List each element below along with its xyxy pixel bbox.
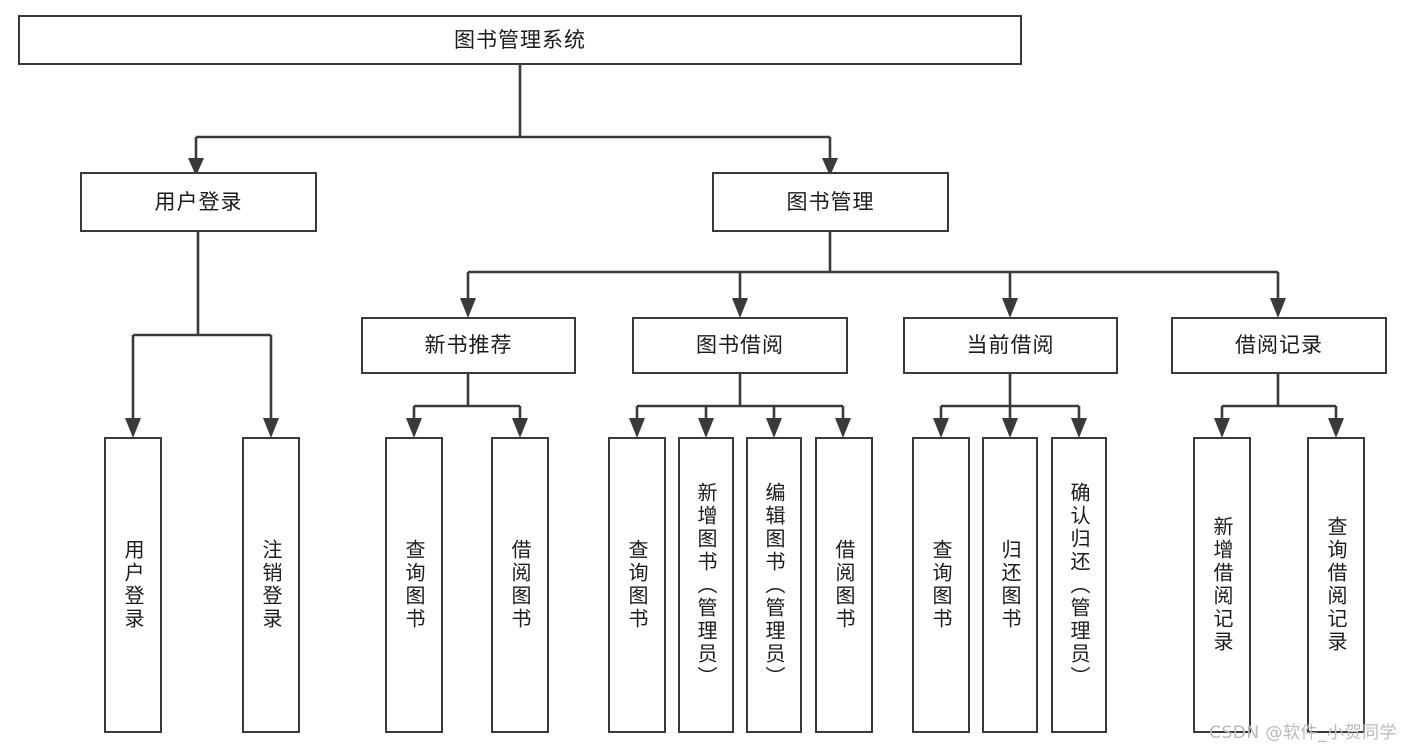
node-borrow-record[interactable]: 借阅记录 (1171, 317, 1387, 374)
node-label: 用户登录 (121, 539, 145, 631)
leaf-return-book[interactable]: 归还图书 (982, 437, 1038, 733)
node-label: 借阅图书 (832, 539, 856, 631)
leaf-confirm-return-admin[interactable]: 确认归还（管理员） (1051, 437, 1107, 733)
node-label: 新书推荐 (424, 333, 513, 357)
node-user-login[interactable]: 用户登录 (80, 172, 317, 232)
node-label: 查询图书 (929, 539, 953, 631)
leaf-edit-book-admin[interactable]: 编辑图书（管理员） (746, 437, 802, 733)
node-label: 查询图书 (402, 539, 426, 631)
node-label: 注销登录 (259, 539, 283, 631)
node-current-borrow[interactable]: 当前借阅 (903, 317, 1118, 374)
leaf-borrow-book-recommend[interactable]: 借阅图书 (491, 437, 549, 733)
node-label: 归还图书 (998, 539, 1022, 631)
leaf-query-book-current[interactable]: 查询图书 (912, 437, 970, 733)
leaf-query-book-borrow[interactable]: 查询图书 (608, 437, 666, 733)
leaf-add-book-admin[interactable]: 新增图书（管理员） (678, 437, 734, 733)
node-label: 图书管理 (786, 189, 875, 214)
node-label: 当前借阅 (966, 333, 1055, 357)
node-label: 图书管理系统 (454, 27, 586, 52)
node-label: 新增借阅记录 (1210, 516, 1234, 654)
node-label: 借阅记录 (1235, 333, 1323, 357)
node-label: 查询图书 (625, 539, 649, 631)
node-label: 编辑图书（管理员） (762, 481, 786, 689)
node-label: 新增图书（管理员） (694, 481, 718, 689)
leaf-query-book-recommend[interactable]: 查询图书 (385, 437, 443, 733)
node-label: 借阅图书 (508, 539, 532, 631)
node-label: 图书借阅 (696, 333, 784, 357)
leaf-query-borrow-record[interactable]: 查询借阅记录 (1307, 437, 1365, 733)
node-root-system[interactable]: 图书管理系统 (18, 15, 1022, 65)
leaf-logout[interactable]: 注销登录 (242, 437, 300, 733)
node-book-borrow[interactable]: 图书借阅 (632, 317, 848, 374)
node-label: 查询借阅记录 (1324, 516, 1348, 654)
node-label: 确认归还（管理员） (1067, 481, 1091, 689)
leaf-user-login[interactable]: 用户登录 (104, 437, 162, 733)
leaf-borrow-book[interactable]: 借阅图书 (815, 437, 873, 733)
node-new-book-recommend[interactable]: 新书推荐 (361, 317, 576, 374)
watermark-csdn: CSDN @软件_小贺同学 (1209, 723, 1397, 743)
node-label: 用户登录 (154, 189, 243, 214)
leaf-add-borrow-record[interactable]: 新增借阅记录 (1193, 437, 1251, 733)
node-book-management[interactable]: 图书管理 (712, 172, 949, 232)
